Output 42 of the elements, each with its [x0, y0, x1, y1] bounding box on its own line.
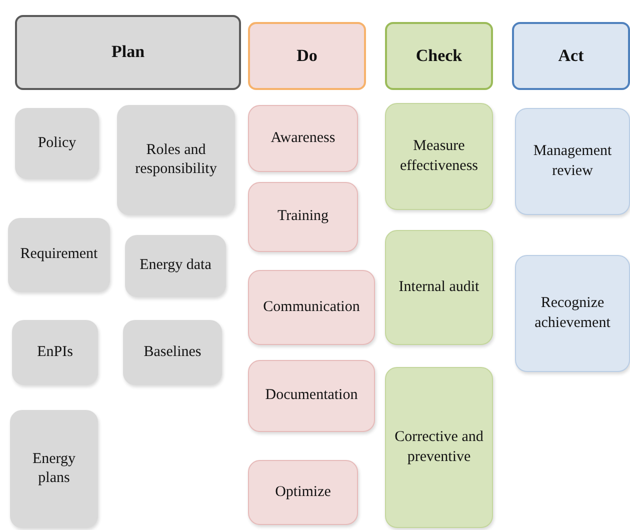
step-label: Corrective and preventive: [394, 428, 484, 466]
step-box: [248, 182, 358, 252]
step-label: Management review: [532, 142, 613, 180]
phase-title: Act: [558, 44, 584, 67]
step-label: EnPIs: [37, 342, 73, 362]
step-label: Documentation: [265, 386, 358, 406]
step-label: Policy: [38, 134, 76, 153]
step-box: [248, 360, 375, 432]
header-box: [248, 22, 366, 90]
step-box: [248, 270, 375, 345]
step-label: Requirement: [20, 245, 98, 264]
phase-title: Plan: [111, 41, 145, 64]
header-box: [385, 22, 493, 90]
step-box: [12, 320, 98, 385]
step-box: [515, 108, 630, 215]
step-box: [117, 105, 235, 215]
step-label: Measure effectiveness: [398, 137, 480, 176]
step-label: Recognize achievement: [534, 294, 612, 332]
step-label: Energy data: [140, 256, 212, 276]
step-label: Communication: [263, 298, 360, 317]
step-label: Internal audit: [398, 278, 480, 297]
step-box: [385, 367, 493, 528]
phase-title: Do: [296, 44, 318, 67]
step-box: [385, 230, 493, 345]
step-box: [10, 410, 98, 528]
step-box: [248, 460, 358, 525]
step-box: [8, 218, 110, 292]
step-label: Roles and responsibility: [134, 140, 218, 179]
step-label: Energy plans: [31, 450, 77, 488]
header-box: [15, 15, 241, 90]
step-box: [385, 103, 493, 210]
step-box: [515, 255, 630, 372]
phase-title: Check: [416, 44, 462, 67]
step-box: [15, 108, 99, 179]
header-box: [512, 22, 630, 90]
step-box: [125, 235, 226, 297]
step-label: Training: [277, 207, 329, 226]
step-label: Baselines: [144, 342, 202, 362]
step-label: Optimize: [275, 482, 331, 502]
step-box: [248, 105, 358, 172]
step-box: [123, 320, 222, 385]
step-label: Awareness: [270, 128, 336, 148]
